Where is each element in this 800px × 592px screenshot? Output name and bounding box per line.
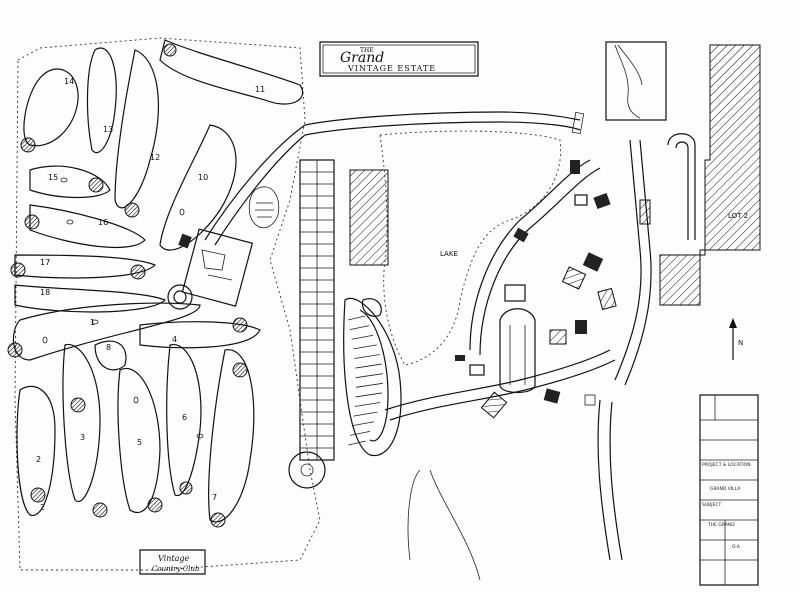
green xyxy=(179,481,193,495)
entrance-road xyxy=(304,111,581,126)
sand-traps xyxy=(42,177,204,439)
green xyxy=(163,43,177,57)
village-buildings xyxy=(455,160,651,419)
sheet-id: O.A xyxy=(732,544,741,550)
green xyxy=(20,137,36,153)
green xyxy=(232,362,248,378)
green xyxy=(147,497,163,513)
hole-number: 7 xyxy=(212,493,217,502)
title-the: THE xyxy=(360,47,374,54)
hole-number: 16 xyxy=(98,218,108,227)
clubhouse xyxy=(167,228,254,310)
inset-map xyxy=(605,41,667,121)
lot-strip-west xyxy=(288,159,335,489)
green xyxy=(24,214,40,230)
east-road xyxy=(597,133,696,561)
sheet-drawing-title: THE GRAND xyxy=(707,522,735,528)
hole-number: 14 xyxy=(64,77,74,86)
fairway-13 xyxy=(86,47,117,154)
fairway-2 xyxy=(16,385,56,516)
lake-label: LAKE xyxy=(440,250,458,258)
hole-number: 12 xyxy=(150,153,160,162)
hole-number: 2 xyxy=(40,503,45,512)
hole-numbers: 2 2 3 4 5 6 7 8 1 10 11 12 13 14 15 16 1… xyxy=(36,77,265,512)
village-loop xyxy=(499,308,536,394)
hole-number: 2 xyxy=(36,455,41,464)
fairway-11 xyxy=(159,39,304,105)
green xyxy=(70,397,86,413)
crescent-lots xyxy=(343,297,402,457)
hole-number: 4 xyxy=(172,335,177,344)
green xyxy=(130,264,146,280)
title-sheet: PROJECT & LOCATION GRAND VILLA SUBJECT T… xyxy=(699,394,759,586)
commons-hatched xyxy=(349,169,389,266)
fairway-17 xyxy=(14,254,157,279)
vintage-logo: Vintage Country Club xyxy=(139,549,206,575)
green xyxy=(232,317,248,333)
fairway-8 xyxy=(94,340,127,371)
hole-number: 11 xyxy=(255,85,265,94)
green xyxy=(92,502,108,518)
north-label: N xyxy=(738,339,743,347)
green xyxy=(30,487,46,503)
north-arrow: N xyxy=(729,318,743,360)
fairway-14 xyxy=(23,68,79,147)
pond xyxy=(248,186,280,229)
title-vintage-estate: VINTAGE ESTATE xyxy=(347,64,436,73)
green xyxy=(88,177,104,193)
lake-shore xyxy=(379,130,562,366)
hole-number: 18 xyxy=(40,288,50,297)
sheet-name: GRAND VILLA xyxy=(710,486,741,492)
fairway-4 xyxy=(139,321,261,349)
greens xyxy=(7,43,248,528)
logo-country-club: Country Club xyxy=(152,565,200,573)
hole-number: 15 xyxy=(48,173,58,182)
property-boundary xyxy=(14,37,321,571)
fairway-3 xyxy=(62,343,101,503)
lot-label: LOT 2 xyxy=(728,212,748,220)
hole-number: 10 xyxy=(198,173,208,182)
village-road xyxy=(384,349,611,411)
hole-number: 17 xyxy=(40,258,50,267)
green xyxy=(124,202,140,218)
sheet-project: PROJECT & LOCATION xyxy=(702,462,751,468)
fairway-16 xyxy=(29,204,146,249)
green xyxy=(7,342,23,358)
green xyxy=(10,262,26,278)
title-cartouche: THE Grand VINTAGE ESTATE xyxy=(319,41,479,77)
title-grand: Grand xyxy=(340,50,384,66)
fairway-18 xyxy=(14,284,167,313)
fairway-15 xyxy=(29,165,111,199)
east-parcel xyxy=(659,44,761,306)
green xyxy=(210,512,226,528)
sheet-subject: SUBJECT xyxy=(702,502,722,508)
logo-vintage: Vintage xyxy=(158,554,189,563)
hole-number: 3 xyxy=(80,433,85,442)
hole-number: 6 xyxy=(182,413,187,422)
fairway-7 xyxy=(208,349,255,523)
hole-number: 13 xyxy=(103,125,113,134)
hole-number: 5 xyxy=(137,438,142,447)
hole-number: 8 xyxy=(106,343,111,352)
hole-number: 1 xyxy=(90,318,95,327)
stream xyxy=(407,469,481,581)
